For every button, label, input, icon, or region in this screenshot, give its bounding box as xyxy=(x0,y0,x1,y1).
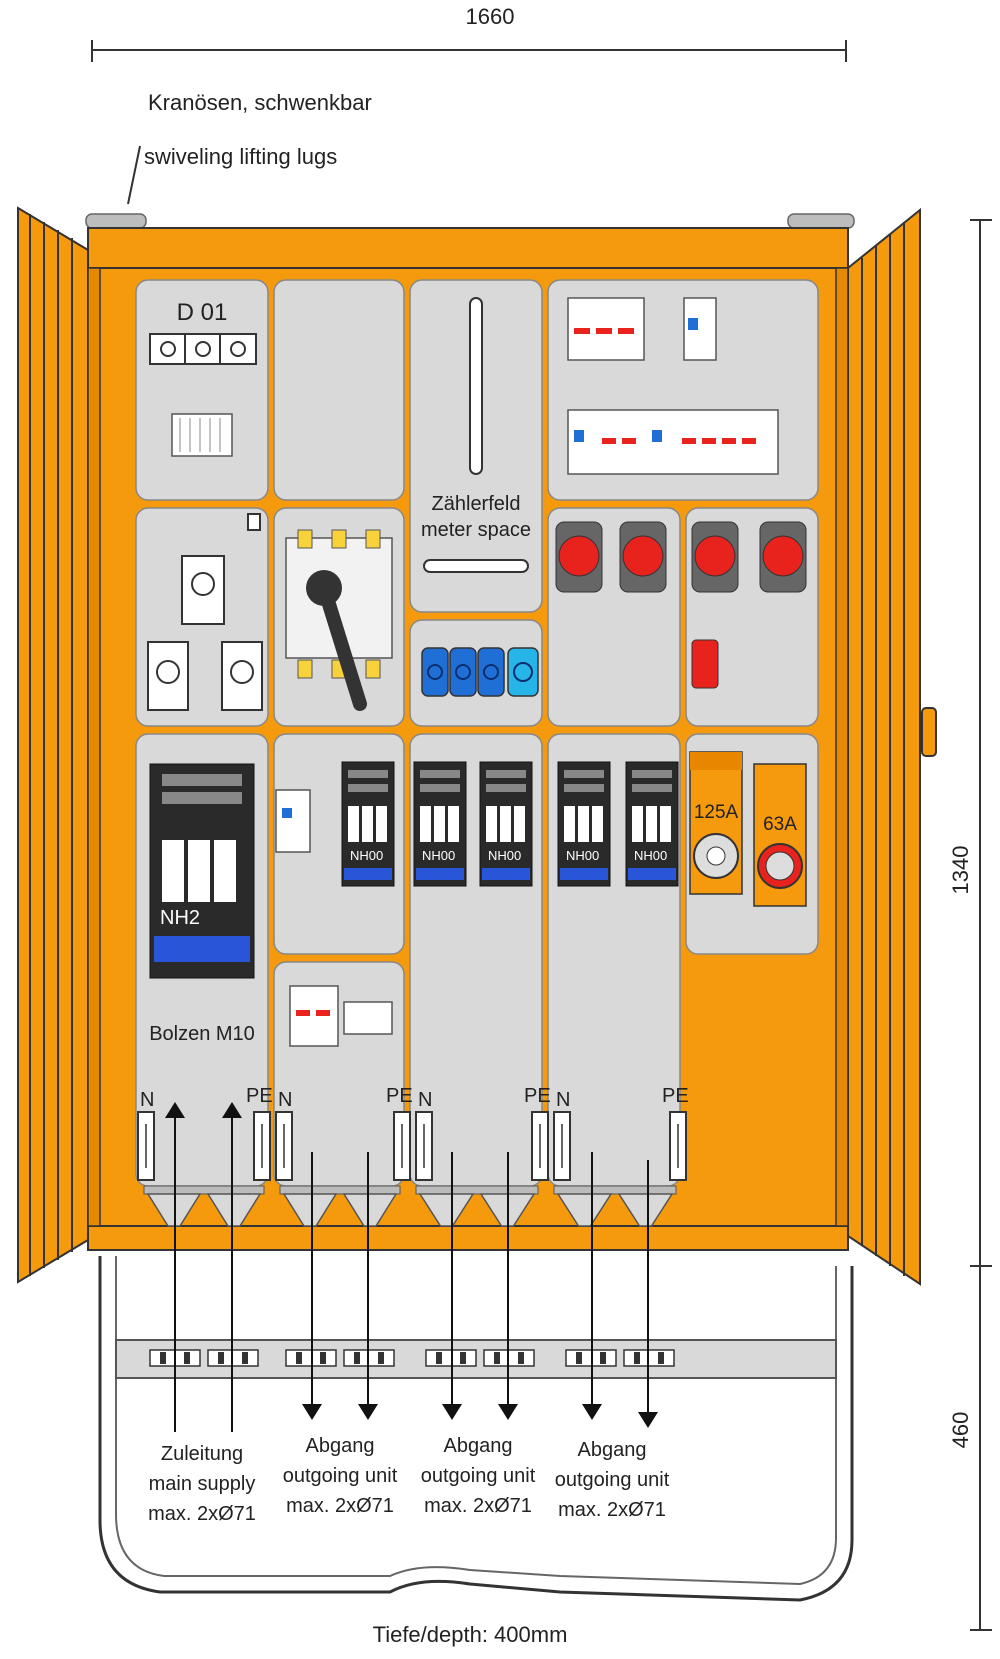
entry-4-size: max. 2xØ71 xyxy=(558,1499,666,1521)
cable-direction-arrows xyxy=(165,1102,658,1432)
left-door xyxy=(17,206,101,1284)
nh2-fuse: NH2 Bolzen M10 xyxy=(149,763,255,1045)
nh00-fuse-holder: NH00 xyxy=(341,761,395,887)
lifting-lugs-label-de: Kranösen, schwenkbar xyxy=(148,90,372,115)
nh00-label: NH00 xyxy=(422,848,455,863)
lifting-lug-right xyxy=(787,213,855,229)
terminal-pair: N PE xyxy=(553,1085,689,1181)
small-indicator-icon xyxy=(247,513,261,531)
lifting-lugs-callout: Kranösen, schwenkbar swiveling lifting l… xyxy=(127,90,372,205)
earth-label: PE xyxy=(662,1085,689,1107)
small-rcd-icon xyxy=(275,789,311,853)
entry-4-en: outgoing unit xyxy=(555,1469,670,1491)
cable-funnel xyxy=(556,1193,613,1227)
entry-4-de: Abgang xyxy=(578,1439,647,1461)
small-mcb-block xyxy=(289,985,393,1047)
cabinet-base xyxy=(98,1256,854,1602)
depth-label: Tiefe/depth: 400mm xyxy=(373,1622,568,1647)
entry-3-size: max. 2xØ71 xyxy=(424,1495,532,1517)
entry-3-de: Abgang xyxy=(444,1435,513,1457)
cabinet-bottom-rail xyxy=(87,1225,849,1251)
nh00-label: NH00 xyxy=(350,848,383,863)
height-dimension-label: 1340 xyxy=(948,846,973,895)
terminal-pair: N PE xyxy=(137,1085,273,1181)
cable-funnel xyxy=(617,1193,674,1227)
nh00-fuses: NH00 NH00 NH00 NH00 NH00 xyxy=(341,761,679,887)
neutral-label: N xyxy=(278,1089,292,1111)
meter-space-label-en: meter space xyxy=(421,519,531,541)
earth-label: PE xyxy=(246,1085,273,1107)
nh00-fuse-holder: NH00 xyxy=(479,761,533,887)
schuko-sockets xyxy=(421,647,539,697)
main-switch-icon xyxy=(285,529,393,711)
earth-label: PE xyxy=(386,1085,413,1107)
width-dimension: 1660 xyxy=(91,4,847,62)
d01-fuse-block: D 01 xyxy=(149,299,257,457)
entry-1-size: max. 2xØ71 xyxy=(148,1503,256,1525)
nh2-label: NH2 xyxy=(160,907,200,929)
cabinet-top-rail xyxy=(87,227,849,269)
nh00-label: NH00 xyxy=(634,848,667,863)
cee-125a-label: 125A xyxy=(694,802,739,823)
entry-2-size: max. 2xØ71 xyxy=(286,1495,394,1517)
cable-funnel xyxy=(282,1193,338,1227)
neutral-label: N xyxy=(140,1089,154,1111)
base-height-dimension-label: 460 xyxy=(948,1412,973,1449)
terminal-pair: N PE xyxy=(275,1085,413,1181)
circuit-breakers-top xyxy=(567,297,779,475)
terminal-pair: N PE xyxy=(415,1085,551,1181)
cable-funnel xyxy=(342,1193,398,1227)
meter-space: Zählerfeld meter space xyxy=(421,297,531,573)
cable-entry-funnels xyxy=(143,1185,677,1227)
nh00-fuse-holder: NH00 xyxy=(625,761,679,887)
cable-funnel xyxy=(206,1193,262,1227)
neutral-label: N xyxy=(418,1089,432,1111)
nh00-fuse-holder: NH00 xyxy=(413,761,467,887)
entry-2-de: Abgang xyxy=(306,1435,375,1457)
nh00-label: NH00 xyxy=(488,848,521,863)
cee-red-sockets xyxy=(555,521,807,689)
entry-2-en: outgoing unit xyxy=(283,1465,398,1487)
entry-1-de: Zuleitung xyxy=(161,1443,243,1465)
cee-large-sockets: 125A 63A xyxy=(689,751,807,907)
selector-switches xyxy=(147,513,263,711)
nh00-fuse-holder: NH00 xyxy=(557,761,611,887)
width-dimension-label: 1660 xyxy=(466,4,515,29)
lifting-lug-left xyxy=(85,213,147,229)
entry-1-en: main supply xyxy=(149,1473,256,1495)
d01-label: D 01 xyxy=(177,299,228,326)
bolt-label: Bolzen M10 xyxy=(149,1023,255,1045)
panel-blank-top xyxy=(273,279,405,501)
height-dimensions: 1340 460 xyxy=(948,219,992,1631)
nh00-label: NH00 xyxy=(566,848,599,863)
earth-label: PE xyxy=(524,1085,551,1107)
entry-3-en: outgoing unit xyxy=(421,1465,536,1487)
door-handle-icon xyxy=(921,707,937,757)
lifting-lugs-label-en: swiveling lifting lugs xyxy=(144,144,337,169)
neutral-label: N xyxy=(556,1089,570,1111)
right-door xyxy=(835,207,937,1286)
meter-space-label-de: Zählerfeld xyxy=(432,493,521,515)
cable-entry-labels: Zuleitung main supply max. 2xØ71 Abgang … xyxy=(148,1435,670,1525)
cee-63a-label: 63A xyxy=(763,814,797,835)
